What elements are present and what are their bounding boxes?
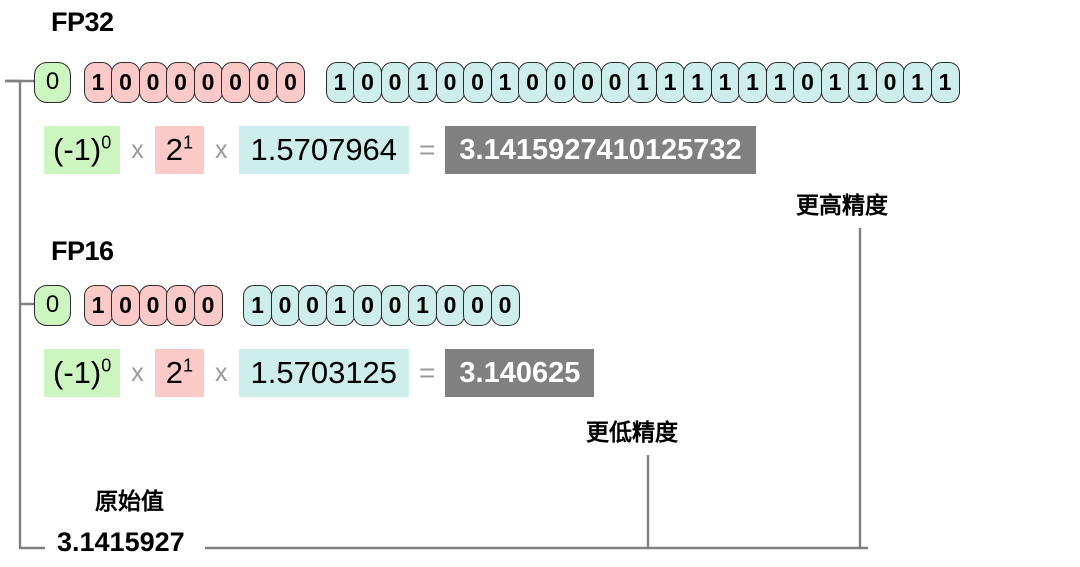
fp16-exponent-bit-2: 0	[138, 284, 168, 326]
fp32-mantissa-bit-17: 0	[793, 61, 822, 103]
fp32-mantissa-group: 1 0 0 1 0 0 1 0 0 0 0 1 1 1 1 1 1 0 1 1 …	[325, 61, 960, 103]
fp32-mantissa-bit-20: 0	[875, 61, 905, 103]
fp32-exponent-bit-3: 0	[166, 61, 195, 103]
fp32-mantissa-bit-15: 1	[738, 61, 767, 103]
fp32-exponent-term: 21	[154, 126, 204, 174]
fp16-operator-2: x	[215, 359, 228, 387]
fp32-mantissa-bit-13: 1	[683, 61, 712, 103]
fp32-title: FP32	[51, 7, 114, 37]
fp16-exponent-group: 1 0 0 0 0	[83, 284, 223, 326]
fp16-mantissa-bit-5: 0	[380, 284, 410, 326]
fp32-mantissa-bit-16: 1	[765, 61, 795, 103]
fp32-mantissa-bit-12: 1	[655, 61, 685, 103]
fp16-equation: (-1)0 x 21 x 1.5703125 = 3.140625	[44, 349, 595, 397]
fp16-mantissa-bit-6: 1	[408, 284, 437, 326]
original-value-number: 3.1415927	[57, 527, 185, 557]
fp16-title: FP16	[51, 236, 114, 266]
fp32-sign-base: (-1)	[53, 132, 102, 167]
fp32-mantissa-bit-22: 1	[930, 61, 960, 103]
fp16-exponent-power: 1	[182, 355, 193, 376]
fp16-mantissa-bit-7: 0	[435, 284, 465, 326]
fp32-operator-1: x	[131, 136, 144, 164]
fp32-exponent-bit-4: 0	[193, 61, 223, 103]
fp16-mantissa-bit-0: 1	[243, 284, 272, 326]
fp32-mantissa-bit-5: 0	[463, 61, 492, 103]
fp32-result-value: 3.1415927410125732	[445, 126, 756, 174]
fp16-equals-sign: =	[419, 357, 436, 388]
fp16-mantissa-value: 1.5703125	[238, 349, 410, 397]
fp16-exponent-bit-3: 0	[166, 284, 195, 326]
fp32-exponent-bit-0: 1	[83, 61, 113, 103]
fp16-mantissa-bit-9: 0	[490, 284, 520, 326]
fp32-mantissa-bit-6: 1	[490, 61, 520, 103]
fp32-exponent-group: 1 0 0 0 0 0 0 0	[83, 61, 305, 103]
fp32-exponent-bit-1: 0	[111, 61, 140, 103]
fp32-sign-term: (-1)0	[44, 126, 121, 174]
fp32-operator-2: x	[215, 136, 228, 164]
fp32-mantissa-bit-11: 1	[628, 61, 657, 103]
fp16-result-value: 3.140625	[445, 349, 595, 397]
fp32-exponent-bit-5: 0	[221, 61, 250, 103]
annotation-higher-precision: 更高精度	[796, 192, 888, 218]
fp32-mantissa-bit-8: 0	[545, 61, 575, 103]
fp16-sign-term: (-1)0	[44, 349, 121, 397]
fp16-exponent-bit-0: 1	[83, 284, 113, 326]
fp32-mantissa-bit-4: 0	[435, 61, 465, 103]
fp32-mantissa-bit-3: 1	[408, 61, 437, 103]
fp16-mantissa-bit-1: 0	[270, 284, 300, 326]
fp16-sign-bit-0: 0	[34, 284, 71, 326]
fp32-mantissa-bit-21: 1	[903, 61, 932, 103]
fp32-mantissa-value: 1.5707964	[238, 126, 410, 174]
annotation-lower-precision: 更低精度	[586, 419, 678, 445]
fp16-mantissa-group: 1 0 0 1 0 0 1 0 0 0	[243, 284, 520, 326]
fp32-equals-sign: =	[419, 134, 436, 165]
fp32-mantissa-bit-0: 1	[325, 61, 355, 103]
fp32-mantissa-bit-1: 0	[353, 61, 382, 103]
fp32-mantissa-bit-10: 0	[600, 61, 630, 103]
fp16-mantissa-bit-4: 0	[353, 284, 382, 326]
fp32-mantissa-bit-9: 0	[573, 61, 602, 103]
fp32-mantissa-bit-7: 0	[518, 61, 547, 103]
fp32-sign-exponent: 0	[101, 132, 112, 153]
fp32-exponent-bit-7: 0	[276, 61, 305, 103]
fp32-sign-group: 0	[34, 61, 71, 103]
fp16-exponent-term: 21	[154, 349, 204, 397]
fp16-exponent-bit-1: 0	[111, 284, 140, 326]
fp16-exponent-bit-4: 0	[193, 284, 223, 326]
fp16-sign-group: 0	[34, 284, 71, 326]
fp32-exponent-bit-2: 0	[138, 61, 168, 103]
original-value-label: 原始值	[95, 488, 164, 514]
fp32-bit-row: 0 1 0 0 0 0 0 0 0 1 0 0 1 0 0 1 0 0 0 0 …	[34, 60, 960, 104]
fp32-equation: (-1)0 x 21 x 1.5707964 = 3.1415927410125…	[44, 126, 756, 174]
fp32-mantissa-bit-18: 1	[820, 61, 850, 103]
fp32-exponent-bit-6: 0	[248, 61, 278, 103]
fp32-mantissa-bit-14: 1	[710, 61, 740, 103]
fp32-mantissa-bit-2: 0	[380, 61, 410, 103]
fp16-mantissa-bit-3: 1	[325, 284, 355, 326]
fp16-bit-row: 0 1 0 0 0 0 1 0 0 1 0 0 1 0 0 0	[34, 283, 520, 327]
fp32-exponent-base: 2	[165, 132, 183, 167]
fp16-sign-base: (-1)	[53, 355, 102, 390]
fp32-exponent-power: 1	[182, 132, 193, 153]
fp16-sign-exponent: 0	[101, 355, 112, 376]
fp32-sign-bit-0: 0	[34, 61, 71, 103]
fp16-mantissa-bit-8: 0	[463, 284, 492, 326]
fp16-operator-1: x	[131, 359, 144, 387]
fp16-mantissa-bit-2: 0	[298, 284, 327, 326]
fp32-mantissa-bit-19: 1	[848, 61, 877, 103]
fp16-exponent-base: 2	[165, 355, 183, 390]
